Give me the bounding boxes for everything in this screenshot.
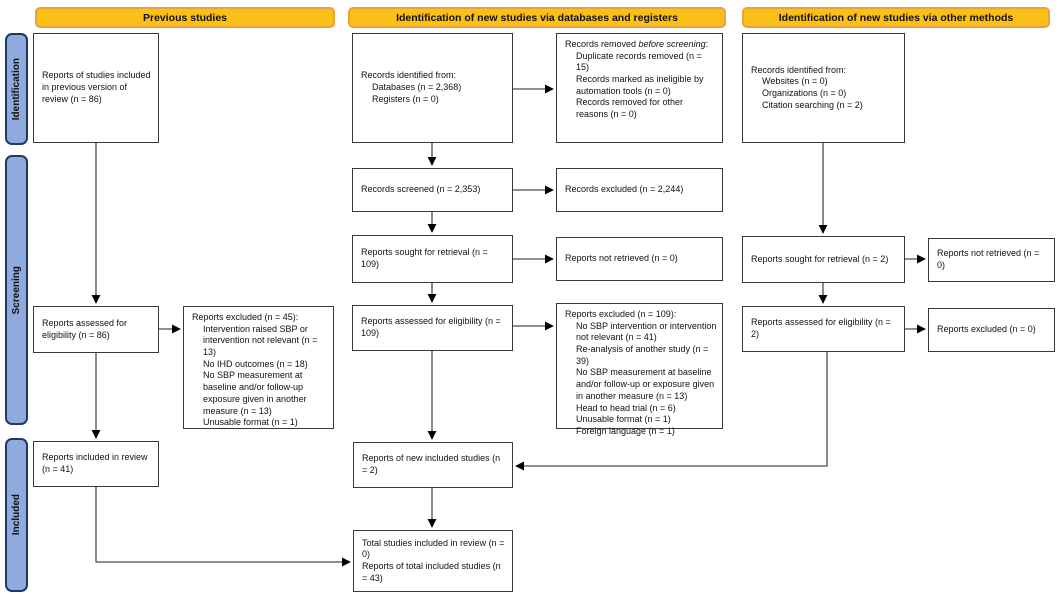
box-line: Duplicate records removed (n = 15) bbox=[576, 50, 702, 73]
box-db-screen-excluded: Records excluded (n = 2,244) bbox=[556, 168, 723, 212]
box-text: Records screened (n = 2,353) bbox=[361, 184, 481, 195]
box-line: Reports of total included studies (n = 4… bbox=[362, 561, 501, 583]
box-text: Reports assessed for eligibility (n = 86… bbox=[42, 317, 128, 340]
box-items: Duplicate records removed (n = 15)Record… bbox=[565, 51, 717, 121]
stage-label: Included bbox=[11, 494, 22, 536]
box-text: Reports of studies included in previous … bbox=[42, 70, 151, 104]
box-total-included: Total studies included in review (n = 0)… bbox=[353, 530, 513, 592]
box-line: No SBP measurement at baseline and/or fo… bbox=[203, 370, 307, 416]
box-other-not-retrieved: Reports not retrieved (n = 0) bbox=[928, 238, 1055, 282]
box-text: Reports not retrieved (n = 0) bbox=[937, 248, 1040, 270]
box-line: No IHD outcomes (n = 18) bbox=[203, 358, 308, 369]
box-db-sought: Reports sought for retrieval (n = 109) bbox=[352, 235, 513, 283]
box-text: Reports not retrieved (n = 0) bbox=[565, 253, 678, 264]
box-text: Reports assessed for eligibility (n = 2) bbox=[751, 317, 891, 339]
box-line: No SBP intervention or intervention not … bbox=[576, 320, 717, 343]
box-line: Re-analysis of another study (n = 39) bbox=[576, 344, 709, 366]
header-label: Identification of new studies via other … bbox=[778, 11, 1014, 24]
box-line: Unusable format (n = 1) bbox=[203, 417, 298, 428]
box-line: Foreign language (n = 1) bbox=[576, 425, 675, 436]
box-text: Reports excluded (n = 0) bbox=[937, 324, 1036, 335]
box-prev-excluded: Reports excluded (n = 45): Intervention … bbox=[183, 306, 334, 429]
box-text: Records excluded (n = 2,244) bbox=[565, 184, 684, 195]
box-other-sought: Reports sought for retrieval (n = 2) bbox=[742, 236, 905, 283]
box-line: Head to head trial (n = 6) bbox=[576, 402, 676, 413]
stage-identification: Identification bbox=[5, 33, 28, 145]
header-previous-studies: Previous studies bbox=[35, 7, 335, 28]
box-db-removed: Records removed before screening: Duplic… bbox=[556, 33, 723, 143]
box-db-excluded: Reports excluded (n = 109): No SBP inter… bbox=[556, 303, 723, 436]
header-databases-registers: Identification of new studies via databa… bbox=[348, 7, 726, 28]
box-items: No SBP intervention or intervention not … bbox=[565, 321, 717, 438]
box-line: Citation searching (n = 2) bbox=[762, 99, 863, 110]
box-title: Reports excluded (n = 45): bbox=[192, 312, 299, 322]
stage-label: Identification bbox=[11, 57, 22, 121]
box-title: Reports excluded (n = 109): bbox=[565, 309, 677, 319]
stage-included: Included bbox=[5, 438, 28, 592]
box-line: Registers (n = 0) bbox=[372, 93, 439, 104]
box-new-included: Reports of new included studies (n = 2) bbox=[353, 442, 513, 488]
box-line: No SBP measurement at baseline and/or fo… bbox=[576, 367, 715, 401]
box-other-assessed: Reports assessed for eligibility (n = 2) bbox=[742, 306, 905, 352]
box-line: Intervention raised SBP or intervention … bbox=[203, 323, 318, 358]
box-items: Websites (n = 0)Organizations (n = 0)Cit… bbox=[751, 76, 899, 111]
title-prefix: Records removed bbox=[565, 39, 639, 49]
box-title: Records identified from: bbox=[751, 64, 847, 75]
box-title: Records removed before screening: bbox=[565, 39, 717, 51]
box-text: Reports included in review (n = 41) bbox=[42, 452, 148, 474]
box-line: Records removed for other reasons (n = 0… bbox=[576, 97, 684, 120]
box-other-identified: Records identified from: Websites (n = 0… bbox=[742, 33, 905, 143]
box-text: Reports sought for retrieval (n = 109) bbox=[361, 247, 488, 269]
box-db-not-retrieved: Reports not retrieved (n = 0) bbox=[556, 237, 723, 281]
box-items: Total studies included in review (n = 0)… bbox=[362, 538, 507, 585]
header-other-methods: Identification of new studies via other … bbox=[742, 7, 1050, 28]
box-prev-included: Reports included in review (n = 41) bbox=[33, 441, 159, 487]
box-items: Databases (n = 2,368)Registers (n = 0) bbox=[361, 82, 507, 105]
box-line: Unusable format (n = 1) bbox=[576, 414, 671, 425]
box-line: Total studies included in review (n = 0) bbox=[362, 537, 505, 560]
box-text: Reports of new included studies (n = 2) bbox=[362, 453, 501, 475]
box-prev-assessed: Reports assessed for eligibility (n = 86… bbox=[33, 306, 159, 353]
header-label: Identification of new studies via databa… bbox=[396, 11, 678, 24]
box-db-assessed: Reports assessed for eligibility (n = 10… bbox=[352, 305, 513, 351]
box-db-screened: Records screened (n = 2,353) bbox=[352, 168, 513, 212]
box-other-excluded: Reports excluded (n = 0) bbox=[928, 308, 1055, 352]
box-text: Reports assessed for eligibility (n = 10… bbox=[361, 316, 501, 338]
box-text: Reports sought for retrieval (n = 2) bbox=[751, 253, 889, 264]
header-label: Previous studies bbox=[142, 11, 228, 24]
box-line: Records marked as ineligible by automati… bbox=[576, 74, 704, 96]
stage-label: Screening bbox=[11, 265, 22, 315]
box-line: Organizations (n = 0) bbox=[762, 88, 847, 98]
box-items: Intervention raised SBP or intervention … bbox=[192, 324, 328, 429]
title-suffix: : bbox=[705, 39, 709, 49]
box-db-identified: Records identified from: Databases (n = … bbox=[352, 33, 513, 143]
arrow-elbow-prev-to-total bbox=[95, 487, 351, 567]
box-title: Records identified from: bbox=[361, 70, 457, 81]
stage-screening: Screening bbox=[5, 155, 28, 425]
box-prev-identified: Reports of studies included in previous … bbox=[33, 33, 159, 143]
box-line: Databases (n = 2,368) bbox=[372, 82, 462, 93]
title-italic: before screening bbox=[638, 39, 706, 49]
box-line: Websites (n = 0) bbox=[762, 76, 828, 87]
